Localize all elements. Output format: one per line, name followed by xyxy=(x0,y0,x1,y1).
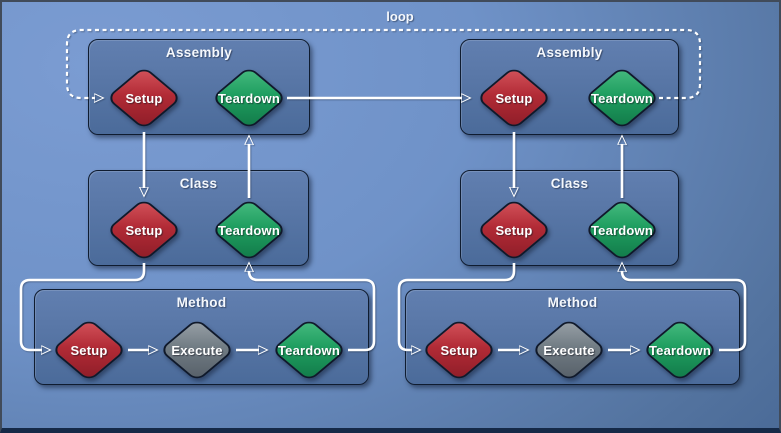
loop-label: loop xyxy=(386,9,414,24)
method-right-title: Method xyxy=(547,295,598,310)
setup-label: Setup xyxy=(495,90,533,106)
teardown-label: Teardown xyxy=(590,90,654,106)
method-right-setup-diamond: Setup xyxy=(420,317,498,383)
execute-label: Execute xyxy=(171,342,223,358)
class-right-teardown-diamond: Teardown xyxy=(583,197,661,263)
method-left-teardown-diamond: Teardown xyxy=(270,317,348,383)
class-left-teardown-diamond: Teardown xyxy=(210,197,288,263)
method-left-execute-diamond: Execute xyxy=(158,317,236,383)
class-left-title: Class xyxy=(179,176,218,191)
method-right-teardown-diamond: Teardown xyxy=(641,317,719,383)
assembly-left-setup-diamond: Setup xyxy=(105,65,183,131)
class-right-title: Class xyxy=(550,176,589,191)
teardown-label: Teardown xyxy=(648,342,712,358)
assembly-left-teardown-diamond: Teardown xyxy=(210,65,288,131)
execute-label: Execute xyxy=(543,342,595,358)
teardown-label: Teardown xyxy=(217,90,281,106)
teardown-label: Teardown xyxy=(277,342,341,358)
teardown-label: Teardown xyxy=(217,222,281,238)
method-right-execute-diamond: Execute xyxy=(530,317,608,383)
class-left-setup-diamond: Setup xyxy=(105,197,183,263)
method-left-title: Method xyxy=(176,295,227,310)
setup-label: Setup xyxy=(125,90,163,106)
setup-label: Setup xyxy=(125,222,163,238)
setup-label: Setup xyxy=(440,342,478,358)
method-left-setup-diamond: Setup xyxy=(50,317,128,383)
setup-label: Setup xyxy=(495,222,533,238)
assembly-right-teardown-diamond: Teardown xyxy=(583,65,661,131)
assembly-left-title: Assembly xyxy=(165,45,233,60)
class-right-setup-diamond: Setup xyxy=(475,197,553,263)
assembly-right-setup-diamond: Setup xyxy=(475,65,553,131)
assembly-right-title: Assembly xyxy=(536,45,603,60)
setup-label: Setup xyxy=(70,342,108,358)
teardown-label: Teardown xyxy=(590,222,654,238)
